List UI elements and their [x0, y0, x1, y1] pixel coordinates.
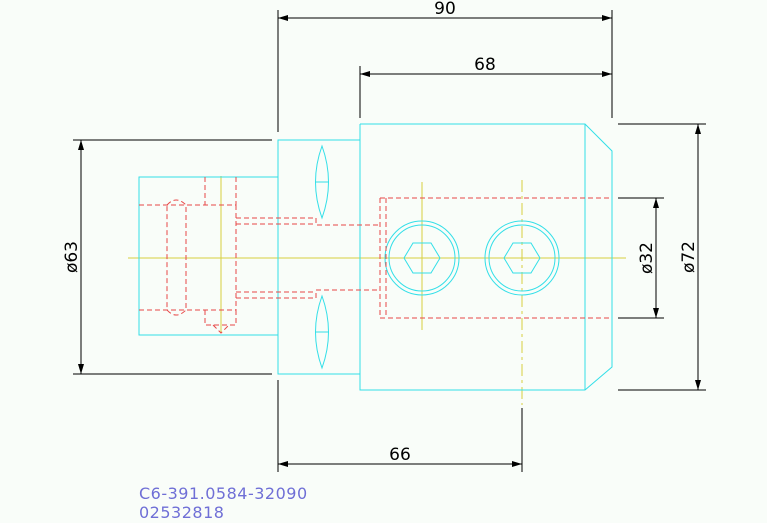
item-code-label: 02532818 — [139, 503, 225, 522]
dim-body-length: 68 — [474, 55, 496, 75]
dim-bore-diameter: ø32 — [637, 242, 657, 274]
dim-bottom-length: 66 — [389, 445, 411, 465]
dim-shank-diameter: ø63 — [62, 241, 82, 273]
dim-body-diameter: ø72 — [679, 241, 699, 273]
part-outline — [138, 123, 613, 391]
center-lines — [128, 176, 626, 405]
part-number-label: C6-391.0584-32090 — [139, 484, 308, 503]
hidden-lines — [139, 177, 612, 334]
dim-overall-length: 90 — [434, 0, 456, 19]
dimension-lines — [78, 15, 701, 467]
